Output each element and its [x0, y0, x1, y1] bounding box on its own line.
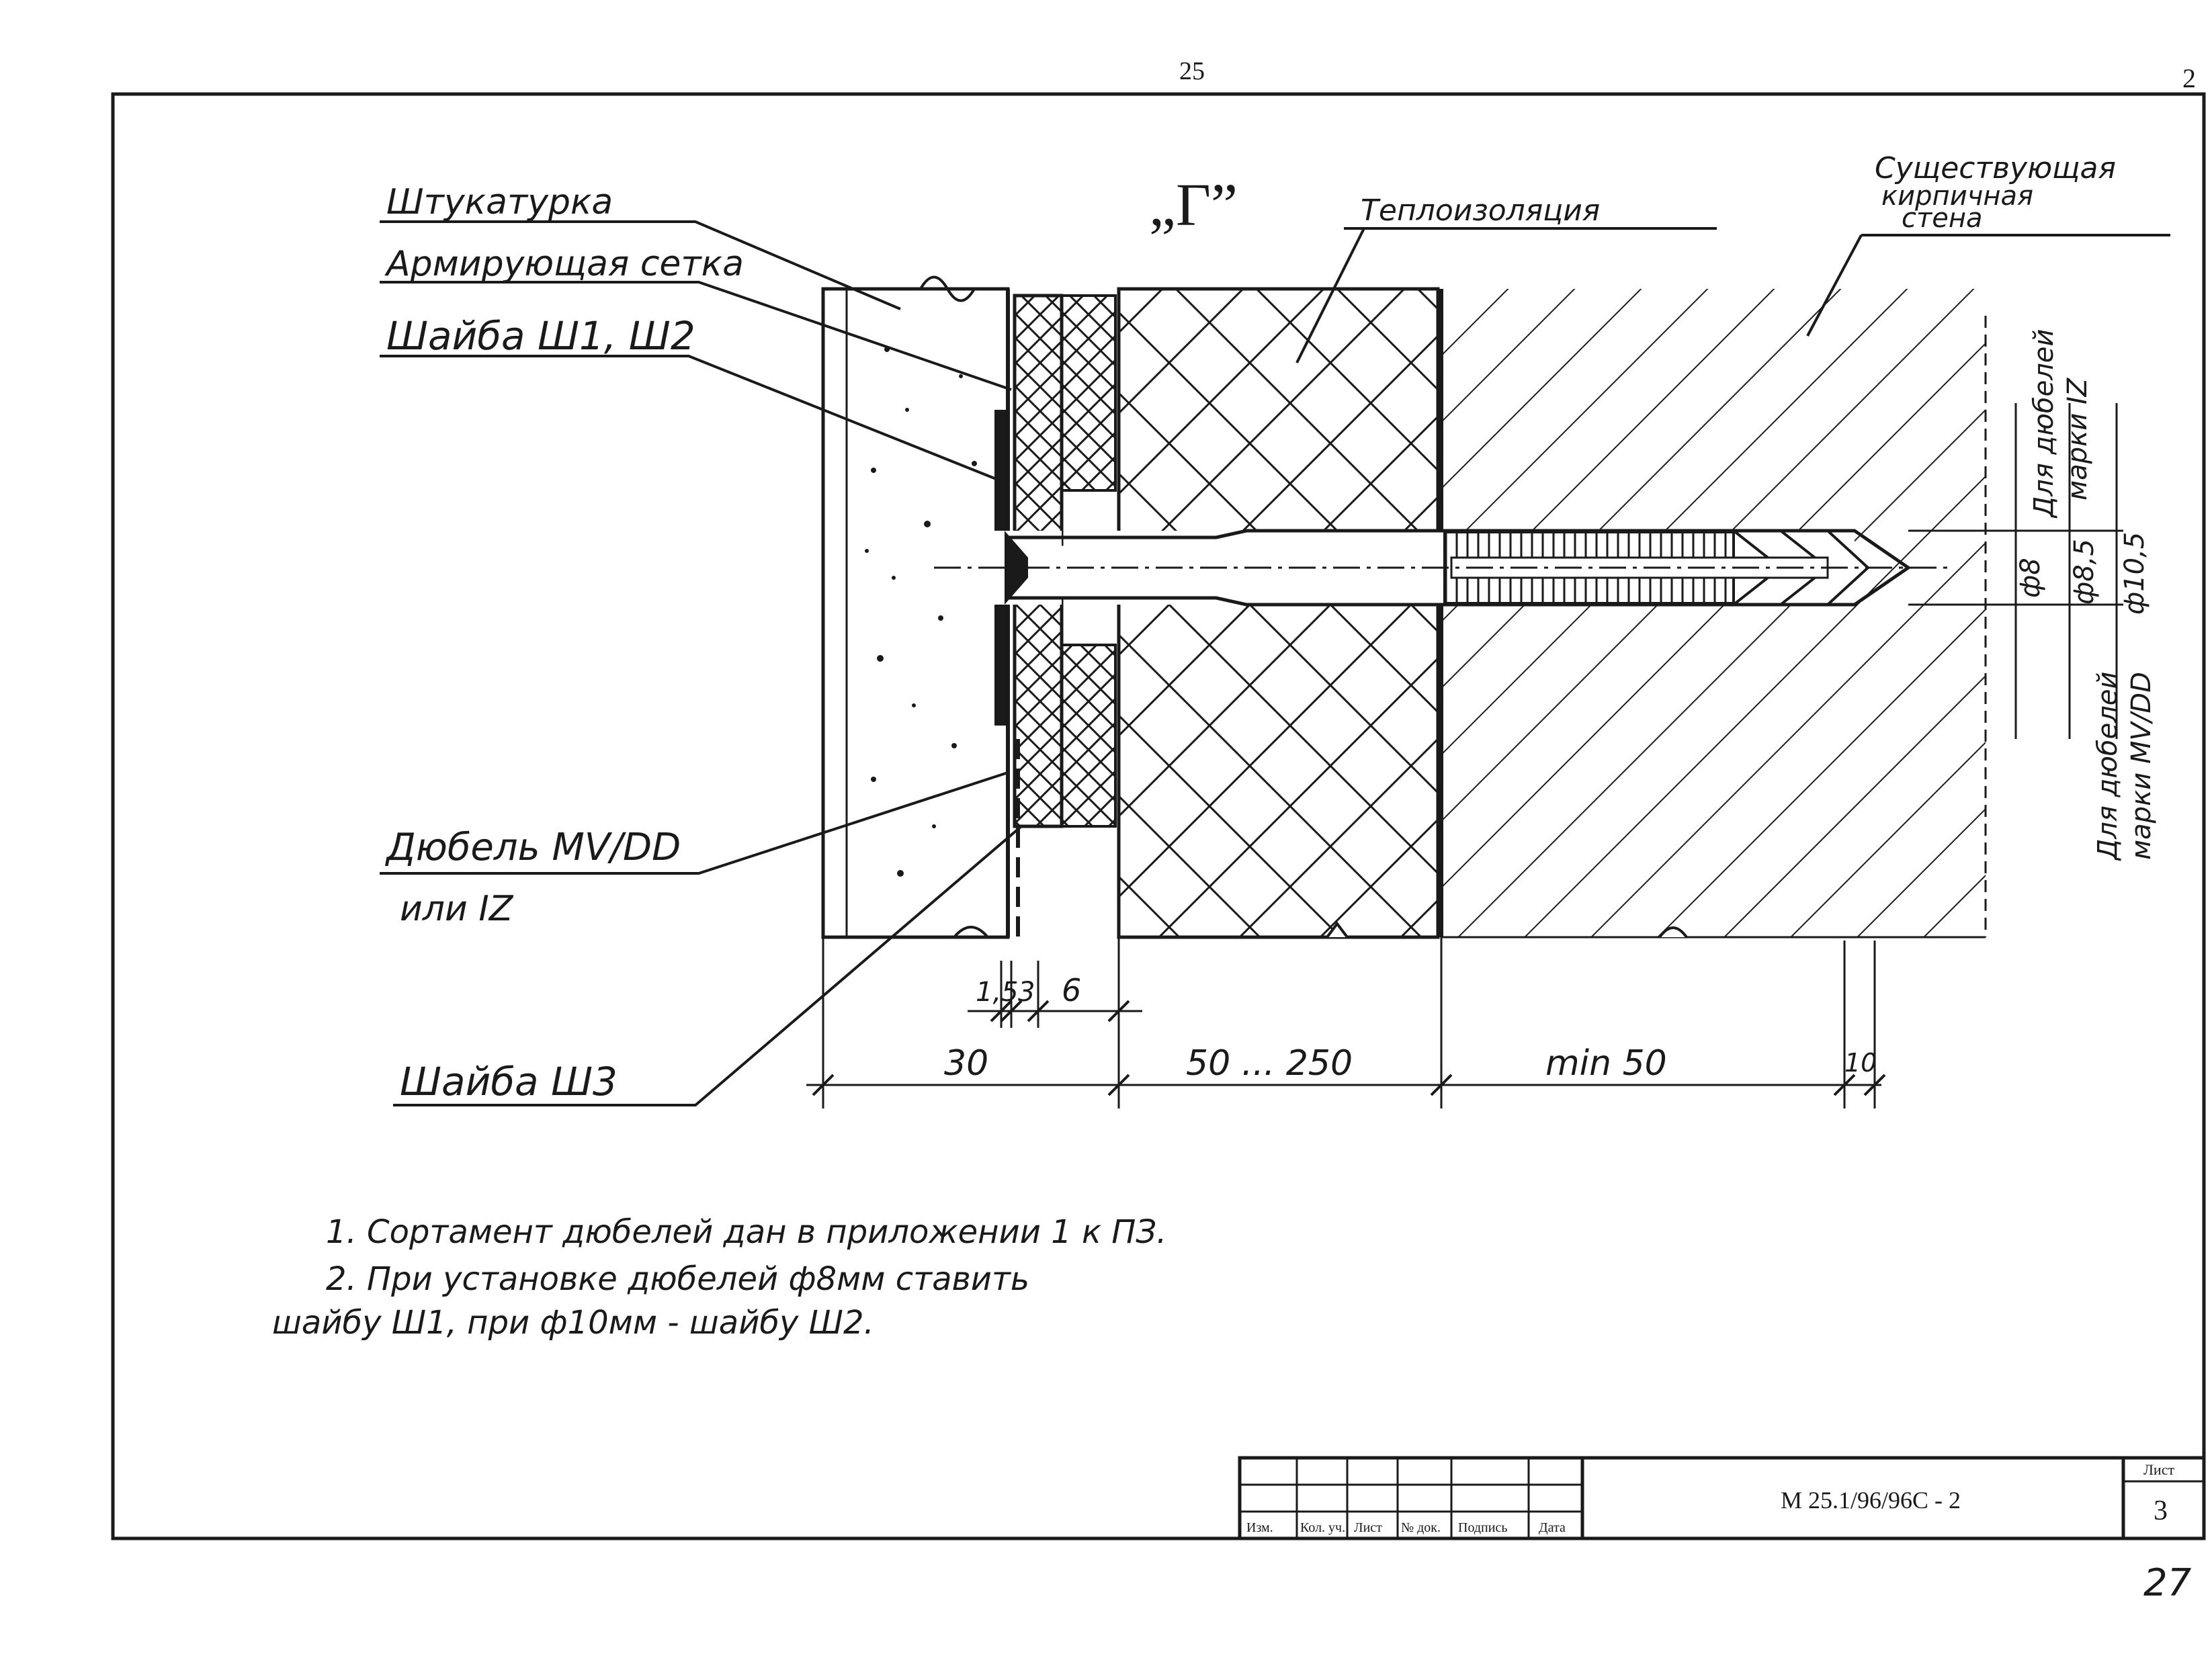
svg-text:Шайба Ш1, Ш2: Шайба Ш1, Ш2 — [386, 313, 695, 359]
svg-text:кирпичная: кирпичная — [1881, 181, 2033, 212]
svg-text:марки IZ: марки IZ — [2062, 377, 2093, 500]
plaster-layer — [821, 275, 1010, 939]
svg-text:10: 10 — [1844, 1048, 1877, 1078]
svg-text:Шайба Ш3: Шайба Ш3 — [400, 1059, 618, 1104]
dimension-lines — [806, 937, 1886, 1108]
bottom-handwritten-number: 27 — [2143, 1561, 2192, 1605]
svg-text:Для дюбелей: Для дюбелей — [2092, 672, 2123, 861]
tb-col-list: Лист — [1354, 1520, 1382, 1535]
sheet-frame — [111, 92, 2206, 1540]
svg-text:1. Сортамент дюбелей дан в при: 1. Сортамент дюбелей дан в приложении 1 … — [326, 1213, 1166, 1251]
doc-code: М 25.1/96/96С - 2 — [1781, 1487, 1961, 1514]
svg-text:ф10,5: ф10,5 — [2119, 532, 2150, 615]
svg-text:Штукатурка: Штукатурка — [386, 182, 613, 222]
svg-text:Дюбель MV/DD: Дюбель MV/DD — [384, 826, 681, 869]
insulation-layer — [1117, 287, 1440, 939]
callout-insulation: Теплоизоляция — [1295, 193, 1717, 363]
svg-text:Существующая: Существующая — [1875, 151, 2116, 185]
callout-dowel: Дюбель MV/DD или IZ — [380, 771, 1009, 929]
brick-wall — [1439, 289, 1987, 939]
title-block: Изм. Кол. уч. Лист № док. Подпись Дата М… — [1238, 1456, 2206, 1540]
diameter-lines — [1908, 403, 2123, 739]
tb-col-doc: № док. — [1401, 1520, 1441, 1535]
notes: 1. Сортамент дюбелей дан в приложении 1 … — [272, 1213, 1166, 1342]
diameter-labels: ф8 ф8,5 ф10,5 — [2015, 532, 2150, 615]
dowel — [934, 529, 1949, 607]
svg-text:или IZ: или IZ — [400, 889, 514, 929]
tb-col-date: Дата — [1539, 1520, 1566, 1535]
callout-plaster: Штукатурка — [380, 182, 901, 310]
tb-col-sign: Подпись — [1458, 1520, 1507, 1535]
sheet-label: Лист — [2143, 1461, 2174, 1478]
top-page-number: 25 — [1179, 57, 1205, 85]
tb-col-kol: Кол. уч. — [1300, 1520, 1345, 1535]
svg-text:6: 6 — [1062, 972, 1081, 1008]
svg-text:2. При установке дюбелей ф8мм: 2. При установке дюбелей ф8мм ставить — [326, 1260, 1029, 1298]
svg-text:Для дюбелей: Для дюбелей — [2029, 329, 2059, 519]
svg-text:марки MV/DD: марки MV/DD — [2126, 672, 2157, 860]
svg-text:стена: стена — [1902, 203, 1983, 234]
corner-mark: 2 — [2182, 63, 2196, 93]
svg-text:1,5: 1,5 — [976, 977, 1019, 1008]
dimension-values: 1,5 3 6 30 50 ... 250 min 50 10 — [944, 972, 1877, 1084]
callout-mesh: Армирующая сетка — [380, 244, 1012, 391]
label-mv-dowel: Для дюбелей марки MV/DD — [2092, 672, 2157, 861]
svg-text:3: 3 — [1018, 977, 1035, 1008]
tb-col-izm: Изм. — [1246, 1520, 1273, 1535]
svg-text:ф8: ф8 — [2015, 558, 2046, 598]
svg-text:Теплоизоляция: Теплоизоляция — [1361, 193, 1600, 228]
callout-washer-w3: Шайба Ш3 — [393, 825, 1023, 1106]
callout-washer-w1w2: Шайба Ш1, Ш2 — [380, 313, 1009, 485]
svg-text:50 ... 250: 50 ... 250 — [1186, 1043, 1353, 1084]
svg-text:30: 30 — [944, 1043, 988, 1084]
label-iz-dowel: Для дюбелей марки IZ — [2029, 329, 2093, 519]
svg-text:Армирующая сетка: Армирующая сетка — [384, 244, 744, 284]
detail-mark: „Г” — [1149, 172, 1238, 238]
callout-wall: Существующая кирпичная стена — [1806, 151, 2170, 337]
svg-text:ф8,5: ф8,5 — [2069, 539, 2100, 605]
svg-text:шайбу Ш1, при ф10мм - шайбу Ш2: шайбу Ш1, при ф10мм - шайбу Ш2. — [272, 1304, 874, 1342]
sheet-number: 3 — [2154, 1495, 2168, 1526]
svg-text:min 50: min 50 — [1545, 1043, 1667, 1084]
